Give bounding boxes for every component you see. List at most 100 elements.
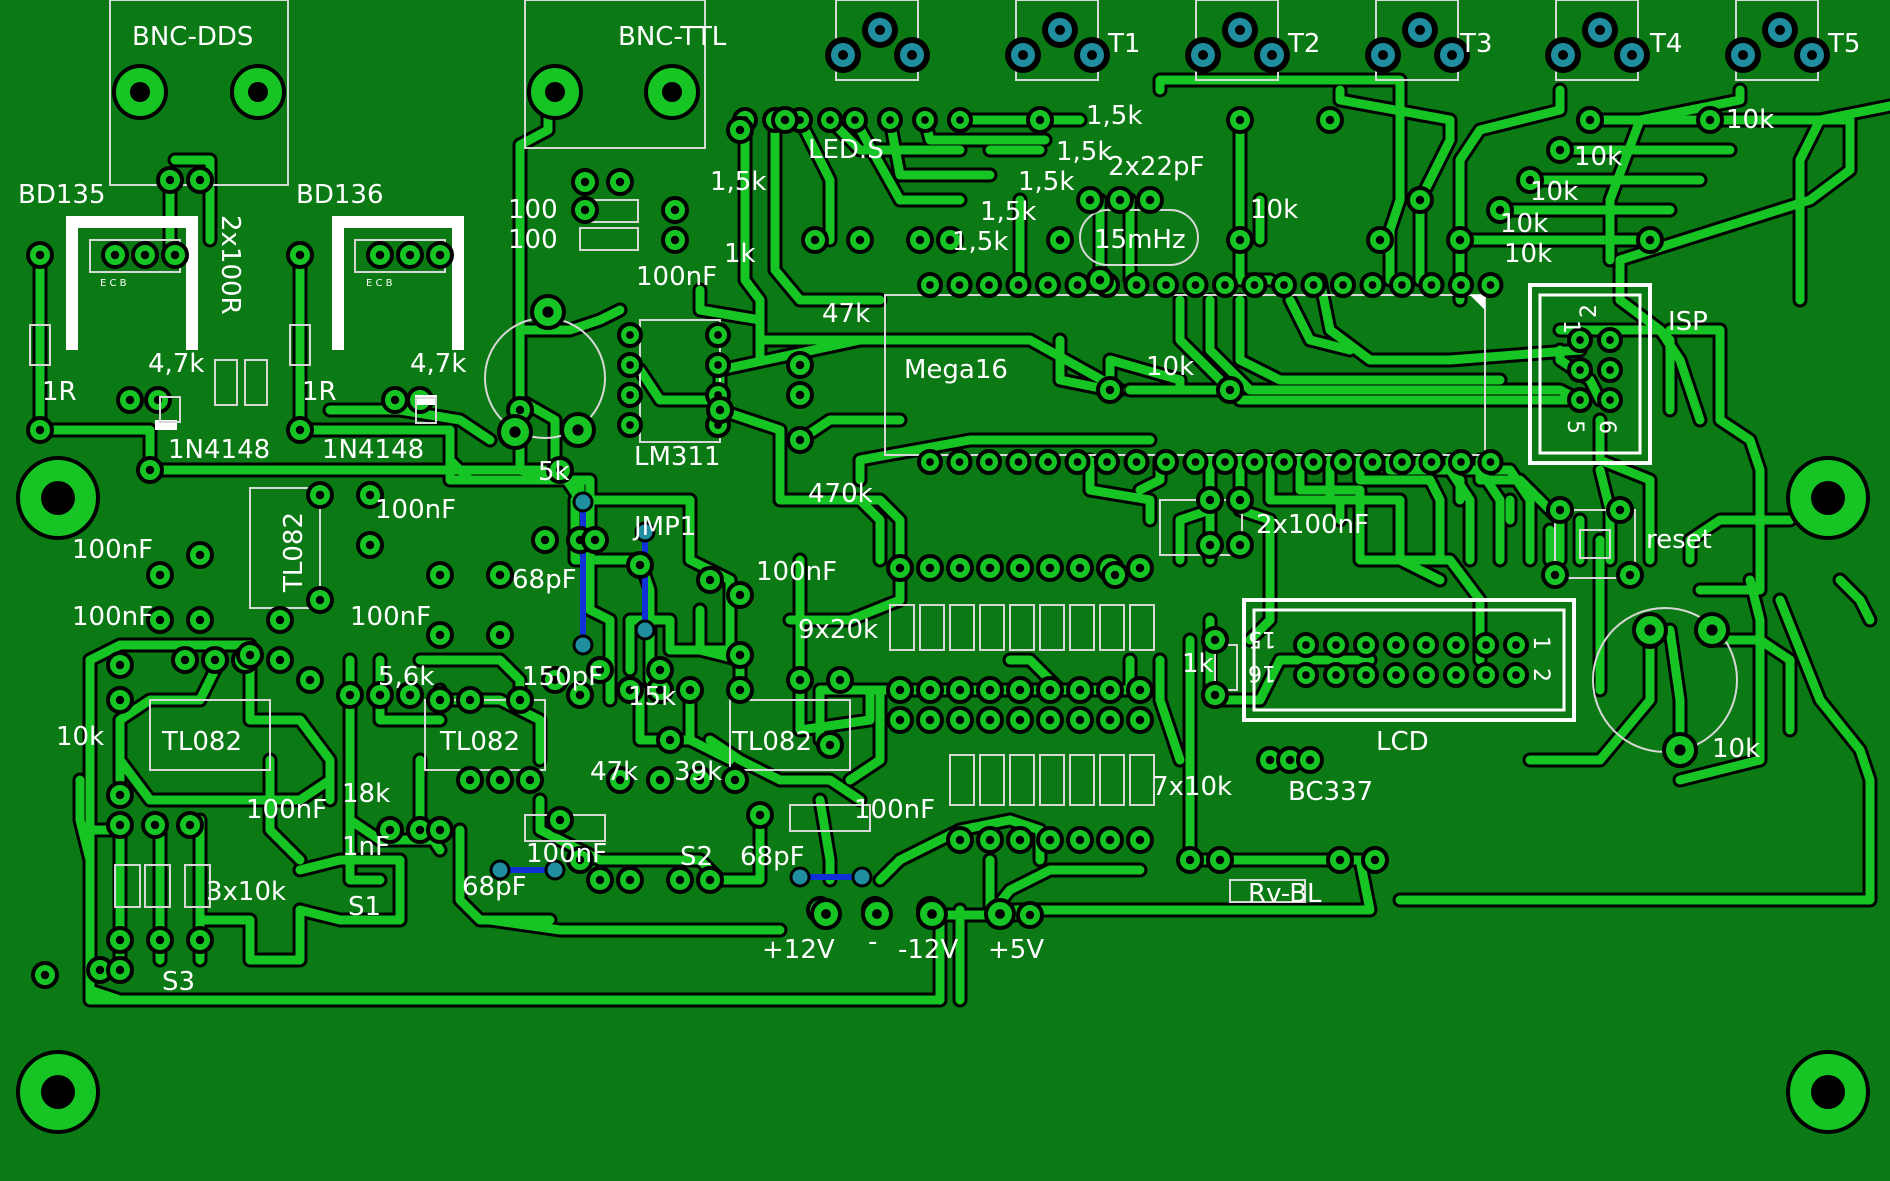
drill-hole — [1135, 563, 1145, 573]
label-isp: ISP — [1668, 307, 1708, 337]
drill-hole — [345, 690, 355, 700]
drill-hole — [595, 665, 605, 675]
drill-hole — [665, 735, 675, 745]
jumper-pad — [789, 866, 811, 888]
label-1n4148-a: 1N4148 — [168, 435, 270, 465]
label-tl082-d: TL082 — [731, 727, 812, 757]
drill-hole — [985, 281, 993, 289]
label-1k5-3: 1,5k — [1056, 137, 1112, 167]
label-t1: T1 — [1107, 29, 1140, 59]
drill-hole — [1555, 145, 1565, 155]
drill-hole — [245, 650, 255, 660]
drill-hole — [1309, 281, 1318, 289]
drill-hole — [705, 875, 715, 885]
header-hole — [838, 50, 848, 60]
drill-hole — [1368, 281, 1377, 289]
drill-hole — [1486, 281, 1495, 289]
label-1k-a: 1k — [724, 239, 756, 269]
label-isp-pin6: 6 — [1594, 420, 1619, 434]
drill-hole — [555, 815, 565, 825]
drill-hole — [1162, 458, 1170, 466]
label-lcd-pin16: 16 — [1248, 660, 1276, 685]
drill-hole — [955, 835, 965, 845]
drill-hole — [615, 775, 625, 785]
drill-hole — [872, 909, 882, 919]
drill-hole — [580, 205, 590, 215]
drill-hole — [1045, 715, 1055, 725]
drill-hole — [985, 715, 995, 725]
drill-hole — [275, 615, 285, 625]
drill-hole — [515, 695, 525, 705]
label-9x20k: 9x20k — [798, 615, 878, 645]
drill-hole — [315, 595, 325, 605]
drill-hole — [926, 281, 934, 289]
drill-hole — [1482, 641, 1490, 649]
drill-hole — [1145, 195, 1155, 205]
drill-hole — [315, 490, 325, 500]
drill-hole — [1422, 671, 1430, 679]
drill-hole — [1550, 570, 1560, 580]
drill-hole — [150, 820, 160, 830]
label-100nf-d: 100nF — [350, 602, 431, 632]
drill-hole — [855, 235, 865, 245]
drill-hole — [110, 250, 120, 260]
label-2x100r: 2x100R — [215, 215, 245, 315]
drill-hole — [145, 465, 155, 475]
drill-hole — [195, 175, 205, 185]
drill-hole — [1132, 458, 1141, 466]
drill-hole — [295, 425, 305, 435]
label-reset: reset — [1646, 525, 1712, 555]
label-bc337: BC337 — [1288, 777, 1373, 807]
drill-hole — [825, 740, 835, 750]
drill-hole — [555, 465, 565, 475]
drill-hole — [995, 909, 1005, 919]
drill-hole — [1044, 458, 1052, 466]
drill-hole — [985, 563, 995, 573]
drill-hole — [1512, 671, 1520, 679]
drill-hole — [1362, 641, 1370, 649]
drill-hole — [1455, 235, 1465, 245]
drill-hole — [1075, 715, 1085, 725]
label-3x10k: 3x10k — [206, 877, 286, 907]
header-hole — [1807, 50, 1817, 60]
drill-hole — [735, 650, 745, 660]
label-lcd: LCD — [1376, 727, 1429, 757]
label-bnc-ttl: BNC-TTL — [618, 22, 727, 52]
label-1k5-4: 1,5k — [1018, 167, 1074, 197]
drill-hole — [525, 775, 535, 785]
label-100nf-g: 100nF — [526, 839, 607, 869]
drill-hole — [115, 935, 125, 945]
drill-hole — [1221, 458, 1229, 466]
drill-hole — [575, 690, 585, 700]
drill-hole — [165, 175, 175, 185]
drill-hole — [985, 458, 993, 466]
drill-hole — [955, 563, 965, 573]
drill-hole — [155, 935, 165, 945]
header-hole — [1558, 50, 1568, 60]
drill-hole — [851, 116, 859, 124]
jumper-pad — [851, 866, 873, 888]
drill-hole — [1606, 336, 1614, 344]
label-100nf-f: 100nF — [246, 795, 327, 825]
drill-hole — [1235, 235, 1245, 245]
label-47k-op: 47k — [590, 757, 638, 787]
label-100nf-a: 100nF — [375, 495, 456, 525]
header-hole — [907, 50, 917, 60]
drill-hole — [1015, 563, 1025, 573]
drill-hole — [1205, 540, 1215, 550]
drill-hole — [1105, 685, 1115, 695]
drill-hole — [925, 563, 935, 573]
drill-hole — [1415, 195, 1425, 205]
label-1n4148-b: 1N4148 — [322, 435, 424, 465]
drill-hole — [1615, 505, 1625, 515]
label-p5v: +5V — [988, 935, 1044, 965]
label-2x22pf: 2x22pF — [1108, 152, 1204, 182]
drill-hole — [1162, 281, 1170, 289]
drill-hole — [435, 695, 445, 705]
label-t5: T5 — [1827, 29, 1860, 59]
t-header-pads — [489, 12, 1830, 888]
drill-hole — [180, 655, 190, 665]
drill-hole — [715, 405, 725, 415]
drill-hole — [185, 820, 195, 830]
drill-hole — [1457, 458, 1465, 466]
